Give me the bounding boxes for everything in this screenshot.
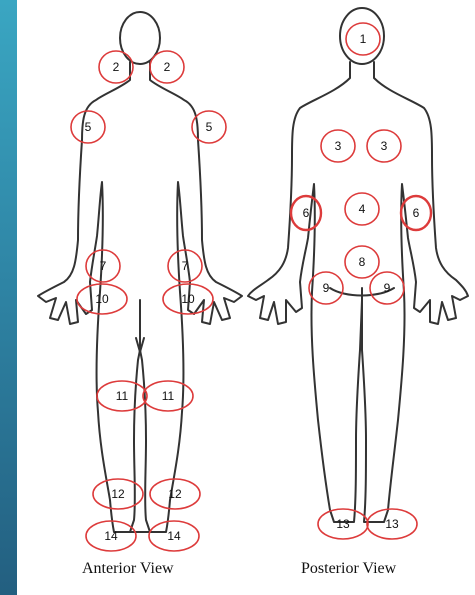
marker-14-right[interactable]: 14 [149, 521, 199, 551]
svg-text:2: 2 [113, 60, 120, 74]
marker-3-left[interactable]: 3 [321, 130, 355, 162]
marker-12-right[interactable]: 12 [150, 479, 200, 509]
marker-8[interactable]: 8 [345, 246, 379, 278]
svg-text:2: 2 [164, 60, 171, 74]
svg-text:5: 5 [85, 120, 92, 134]
svg-text:4: 4 [359, 202, 366, 216]
marker-14-left[interactable]: 14 [86, 521, 136, 551]
anterior-view-caption: Anterior View [82, 560, 174, 578]
svg-text:8: 8 [359, 255, 366, 269]
marker-10-right[interactable]: 10 [163, 284, 213, 314]
marker-11-left[interactable]: 11 [97, 381, 147, 411]
svg-text:10: 10 [181, 292, 195, 306]
marker-13-left[interactable]: 13 [318, 509, 368, 539]
svg-text:3: 3 [381, 139, 388, 153]
marker-5-right[interactable]: 5 [192, 111, 226, 143]
svg-text:3: 3 [335, 139, 342, 153]
marker-7-left[interactable]: 7 [86, 250, 120, 282]
svg-text:6: 6 [303, 206, 310, 220]
marker-2-left[interactable]: 2 [99, 51, 133, 83]
marker-9-right[interactable]: 9 [370, 272, 404, 304]
marker-9-left[interactable]: 9 [309, 272, 343, 304]
svg-text:12: 12 [111, 487, 125, 501]
marker-7-right[interactable]: 7 [168, 250, 202, 282]
marker-2-right[interactable]: 2 [150, 51, 184, 83]
svg-text:13: 13 [385, 517, 399, 531]
marker-13-right[interactable]: 13 [367, 509, 417, 539]
marker-6-left[interactable]: 6 [291, 196, 321, 230]
svg-text:13: 13 [336, 517, 350, 531]
svg-text:5: 5 [206, 120, 213, 134]
marker-4[interactable]: 4 [345, 193, 379, 225]
marker-10-left[interactable]: 10 [77, 284, 127, 314]
svg-text:6: 6 [413, 206, 420, 220]
svg-text:11: 11 [162, 389, 175, 403]
marker-11-right[interactable]: 11 [143, 381, 193, 411]
svg-text:11: 11 [116, 389, 129, 403]
anterior-figure [38, 12, 242, 532]
marker-1[interactable]: 1 [346, 23, 380, 55]
svg-text:7: 7 [182, 259, 189, 273]
marker-3-right[interactable]: 3 [367, 130, 401, 162]
svg-text:12: 12 [168, 487, 182, 501]
posterior-view-caption: Posterior View [301, 560, 396, 578]
svg-text:10: 10 [95, 292, 109, 306]
svg-text:7: 7 [100, 259, 107, 273]
svg-text:9: 9 [323, 281, 330, 295]
svg-text:14: 14 [167, 529, 181, 543]
marker-12-left[interactable]: 12 [93, 479, 143, 509]
marker-5-left[interactable]: 5 [71, 111, 105, 143]
svg-text:1: 1 [360, 32, 367, 46]
svg-text:14: 14 [104, 529, 118, 543]
marker-6-right[interactable]: 6 [401, 196, 431, 230]
svg-text:9: 9 [384, 281, 391, 295]
